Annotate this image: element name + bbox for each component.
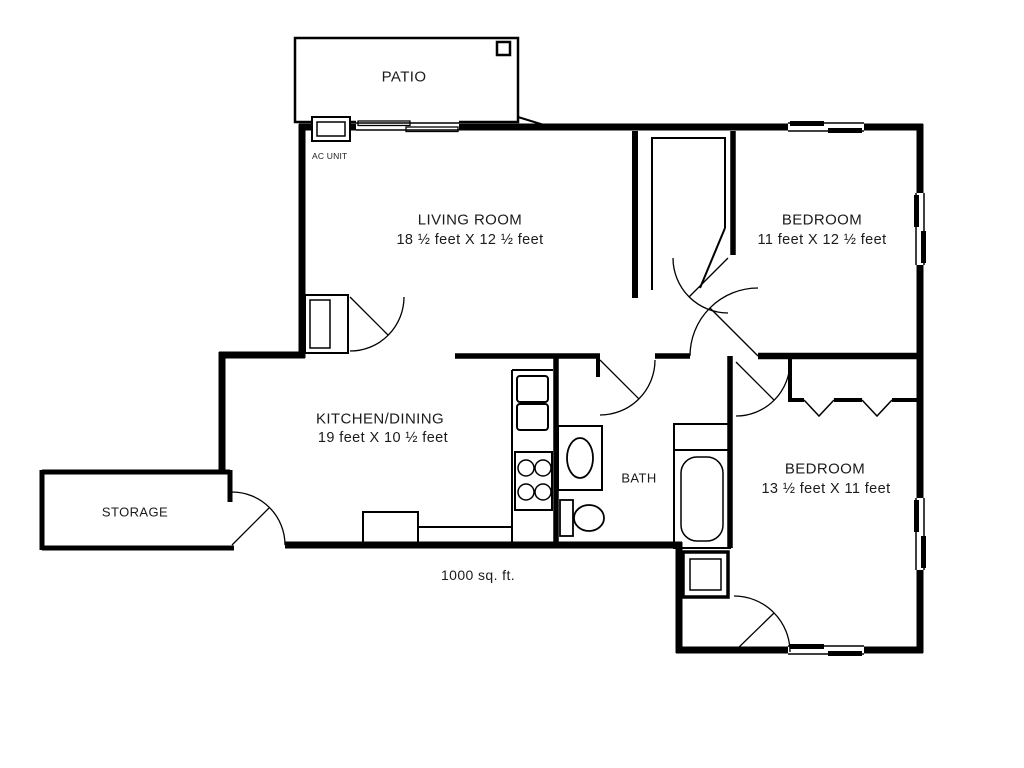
hall-closet [651,137,726,290]
ac-unit [311,116,351,142]
bath-label: BATH [621,470,657,486]
kitchen-dining-dimensions: 19 feet X 10 ½ feet [317,430,449,446]
kitchen-dining-label: KITCHEN/DINING [315,410,445,428]
total-area-label: 1000 sq. ft. [440,567,516,583]
bedroom-top-window-east [913,193,927,265]
closet-bifold-doors [803,399,893,418]
ac-unit-label: AC UNIT [312,151,348,161]
bedroom-bottom-closet [681,550,730,599]
bedroom-bottom-label: BEDROOM [784,460,866,478]
kitchen-counter [362,369,553,546]
toilet [559,499,605,537]
storage-door-arc [231,491,286,546]
living-room-label: LIVING ROOM [417,211,523,229]
patio-slider-window [356,120,459,134]
bedroom-bottom-window-south [788,643,864,657]
bedroom-bottom-window-east [913,498,927,570]
exterior-walls [218,123,924,654]
bedroom-top-door-arc [689,287,759,357]
bedroom-top-window-north [788,120,864,134]
living-room-closet [304,294,349,354]
bedroom-bottom-door-arc [735,361,791,417]
bedroom-top-label: BEDROOM [781,211,863,229]
interior-walls [455,131,923,548]
bath-vanity-sink [557,425,603,491]
storage-walls [39,469,234,551]
living-closet-door-arc [349,296,405,352]
bathtub [673,423,731,549]
closet-door-arc [733,595,791,653]
stove [514,451,553,511]
bedroom-top-dimensions: 11 feet X 12 ½ feet [757,232,887,248]
storage-label: STORAGE [101,504,169,520]
kitchen-sink [516,375,549,431]
patio-label: PATIO [381,68,427,86]
bedroom-bottom-dimensions: 13 ½ feet X 11 feet [761,481,891,497]
living-room-dimensions: 18 ½ feet X 12 ½ feet [396,232,544,248]
door-swings [231,257,791,653]
